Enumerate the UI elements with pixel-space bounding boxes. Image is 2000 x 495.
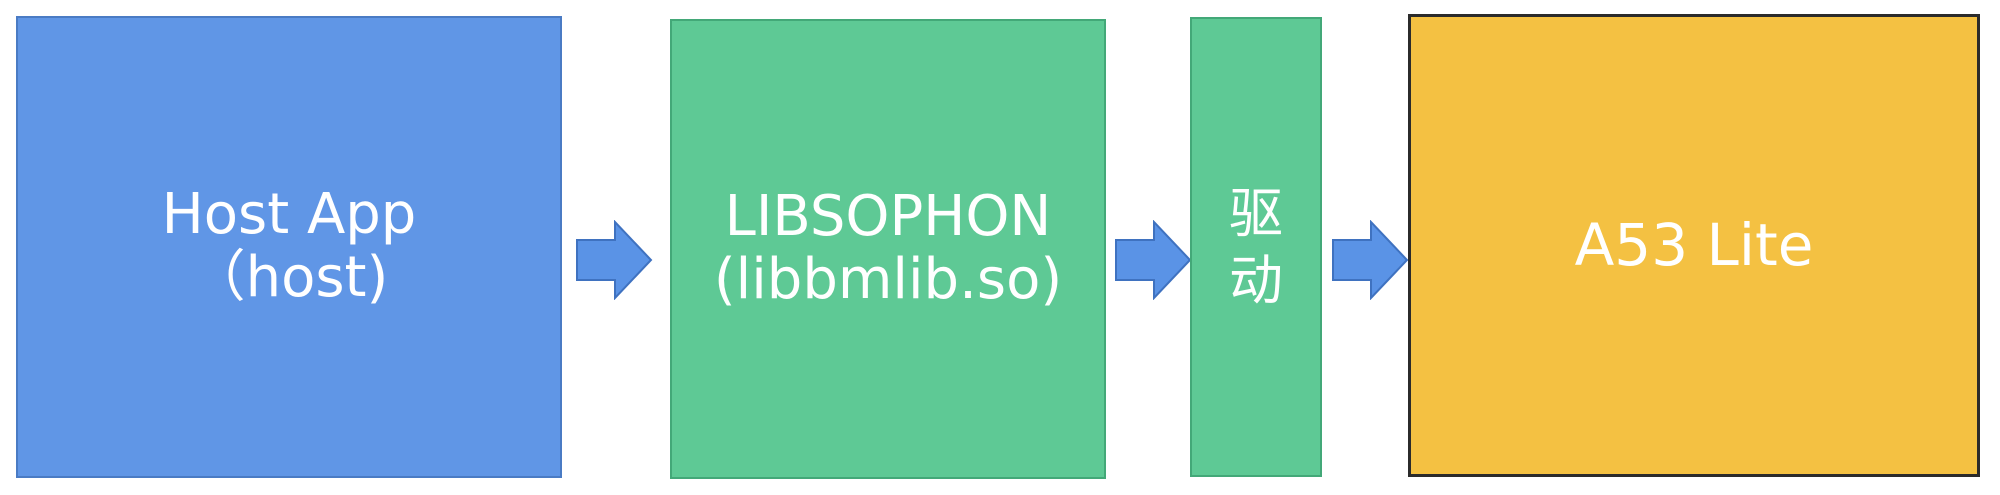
- host-app-box: Host App （host): [16, 16, 562, 478]
- driver-box: 驱 动: [1190, 17, 1322, 477]
- libsophon-label: LIBSOPHON (libbmlib.so): [713, 184, 1063, 312]
- libsophon-box: LIBSOPHON (libbmlib.so): [670, 19, 1106, 479]
- arrow-right-icon: [576, 220, 653, 300]
- a53-lite-box: A53 Lite: [1408, 14, 1980, 477]
- driver-label: 驱 动: [1229, 181, 1283, 313]
- a53-lite-label: A53 Lite: [1574, 211, 1814, 280]
- arrow-right-icon: [1332, 220, 1409, 300]
- host-app-label: Host App （host): [161, 182, 417, 310]
- arrow-right-icon: [1115, 220, 1192, 300]
